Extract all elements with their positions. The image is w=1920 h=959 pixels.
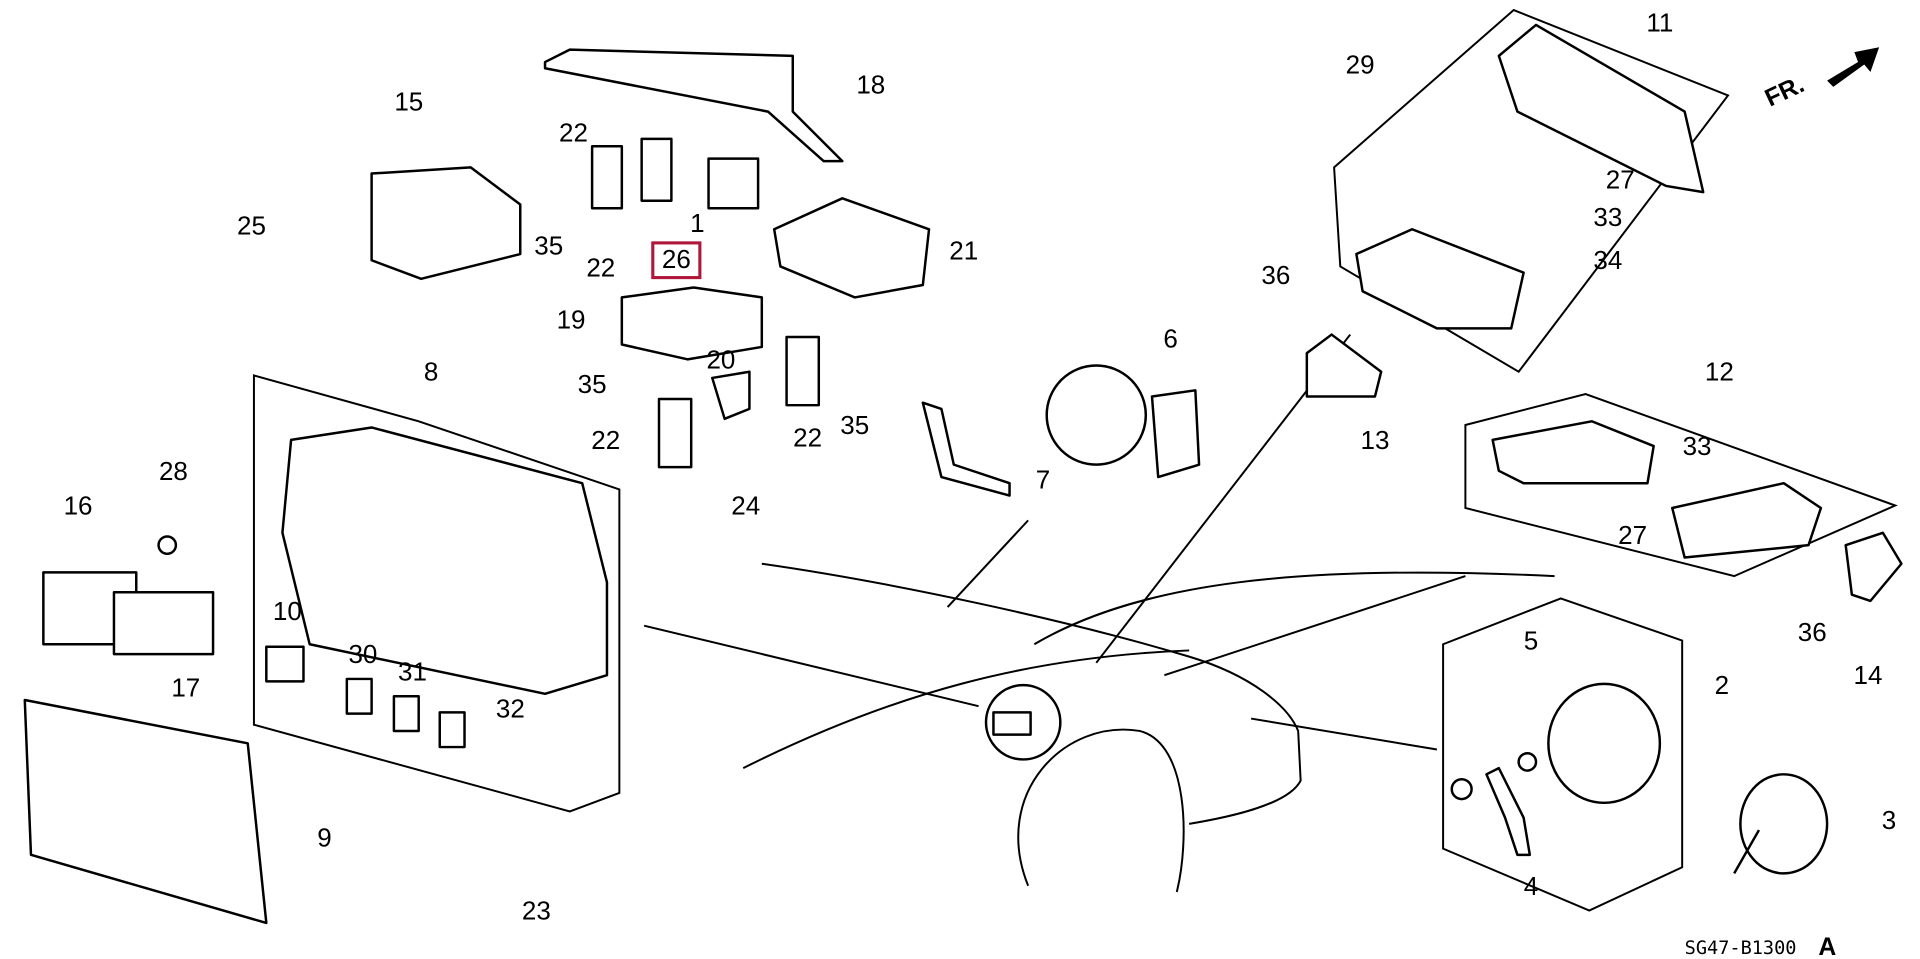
bracket-4 — [1485, 766, 1532, 857]
car-body-outline — [742, 562, 1302, 893]
horn-3-bracket — [1733, 829, 1761, 875]
nut-28 — [157, 535, 178, 556]
callout-13[interactable]: 13 — [1361, 425, 1390, 455]
relay-17 — [112, 590, 215, 656]
front-label: FR. — [1761, 71, 1809, 112]
callout-36[interactable]: 36 — [1261, 260, 1290, 290]
drawing-code: SG47-B1300 — [1685, 938, 1797, 959]
callout-11[interactable]: 11 — [1646, 7, 1673, 37]
callout-22[interactable]: 22 — [559, 118, 588, 148]
callout-3[interactable]: 3 — [1882, 805, 1896, 835]
callout-19[interactable]: 19 — [557, 305, 586, 335]
callout-15[interactable]: 15 — [394, 87, 423, 117]
part-1 — [707, 157, 760, 210]
bracket-18 — [543, 48, 844, 163]
callout-9[interactable]: 9 — [317, 822, 331, 852]
kit-outline-8 — [252, 374, 621, 813]
leader-line — [643, 624, 979, 708]
horn-6 — [1045, 364, 1148, 466]
callout-35[interactable]: 35 — [534, 230, 563, 260]
clip-10 — [265, 645, 305, 683]
box-11 — [1355, 228, 1525, 330]
unit-21 — [772, 197, 931, 299]
callout-18[interactable]: 18 — [856, 69, 885, 99]
callout-35[interactable]: 35 — [840, 410, 869, 440]
callout-6[interactable]: 6 — [1163, 323, 1177, 353]
callout-16[interactable]: 16 — [64, 491, 93, 521]
callout-30[interactable]: 30 — [348, 639, 377, 669]
callout-20[interactable]: 20 — [706, 344, 735, 374]
label-sheet-9 — [23, 698, 268, 925]
leader-line — [1250, 717, 1438, 751]
callout-22[interactable]: 22 — [586, 253, 615, 283]
callout-12[interactable]: 12 — [1705, 357, 1734, 387]
relay-22b — [640, 137, 673, 203]
relay-22a — [590, 145, 624, 210]
kit-outline-11 — [1333, 8, 1730, 374]
kit-outline-12 — [1464, 392, 1898, 578]
cover-11 — [1497, 23, 1705, 194]
fuse-32 — [438, 711, 466, 749]
callout-35[interactable]: 35 — [578, 369, 607, 399]
callout-14[interactable]: 14 — [1854, 660, 1883, 690]
callout-17[interactable]: 17 — [171, 673, 200, 703]
nut-5 — [1517, 752, 1538, 772]
leader-line — [1164, 575, 1466, 677]
relay-22d — [785, 335, 821, 407]
callout-5[interactable]: 5 — [1524, 626, 1538, 656]
callout-27[interactable]: 27 — [1618, 520, 1647, 550]
callout-23[interactable]: 23 — [522, 896, 551, 926]
callout-24[interactable]: 24 — [731, 491, 760, 521]
callout-36[interactable]: 36 — [1798, 617, 1827, 647]
callout-21[interactable]: 21 — [949, 235, 978, 265]
callout-4[interactable]: 4 — [1524, 871, 1538, 901]
kit-outline-2 — [1442, 597, 1684, 912]
front-direction-indicator: FR. — [1761, 47, 1880, 112]
callouts: 1129273334366131233273614253415182225352… — [64, 7, 1897, 925]
front-arrow-icon — [1827, 47, 1880, 87]
callout-29[interactable]: 29 — [1346, 50, 1375, 80]
nut-2 — [1450, 778, 1473, 801]
drawing-revision: A — [1818, 934, 1836, 959]
callout-27[interactable]: 27 — [1606, 165, 1635, 195]
callout-1[interactable]: 1 — [690, 208, 704, 238]
callout-22[interactable]: 22 — [793, 422, 822, 452]
callout-8[interactable]: 8 — [424, 357, 438, 387]
horn-3 — [1739, 773, 1829, 875]
callout-10[interactable]: 10 — [273, 596, 302, 626]
car-rear-line — [1033, 571, 1555, 646]
horn-2 — [1547, 682, 1662, 805]
callout-22[interactable]: 22 — [591, 425, 620, 455]
bracket-14 — [1844, 531, 1903, 603]
callout-7[interactable]: 7 — [1036, 465, 1050, 495]
fuse-31 — [392, 695, 420, 733]
cover-12 — [1491, 420, 1655, 485]
box-12 — [1671, 481, 1823, 559]
detail-relay — [992, 711, 1032, 736]
callout-2[interactable]: 2 — [1715, 670, 1729, 700]
fuse-box-8 — [281, 426, 609, 696]
leader-line — [946, 519, 1029, 608]
unit-19 — [620, 286, 764, 361]
callout-32[interactable]: 32 — [496, 694, 525, 724]
callout-28[interactable]: 28 — [159, 456, 188, 486]
callout-26[interactable]: 26 — [662, 244, 691, 274]
highlight-box[interactable] — [651, 241, 702, 280]
callout-34[interactable]: 34 — [1593, 245, 1622, 275]
callout-33[interactable]: 33 — [1683, 431, 1712, 461]
unit-15 — [370, 166, 522, 281]
bracket-20 — [711, 370, 751, 421]
bracket-13 — [1305, 333, 1383, 398]
bracket-7 — [921, 401, 1011, 497]
horn-6-mount — [1150, 389, 1201, 479]
fuse-30 — [345, 677, 373, 715]
callout-25[interactable]: 25 — [237, 211, 266, 241]
callout-31[interactable]: 31 — [398, 657, 427, 687]
callout-33[interactable]: 33 — [1593, 202, 1622, 232]
relay-22c — [657, 397, 693, 469]
